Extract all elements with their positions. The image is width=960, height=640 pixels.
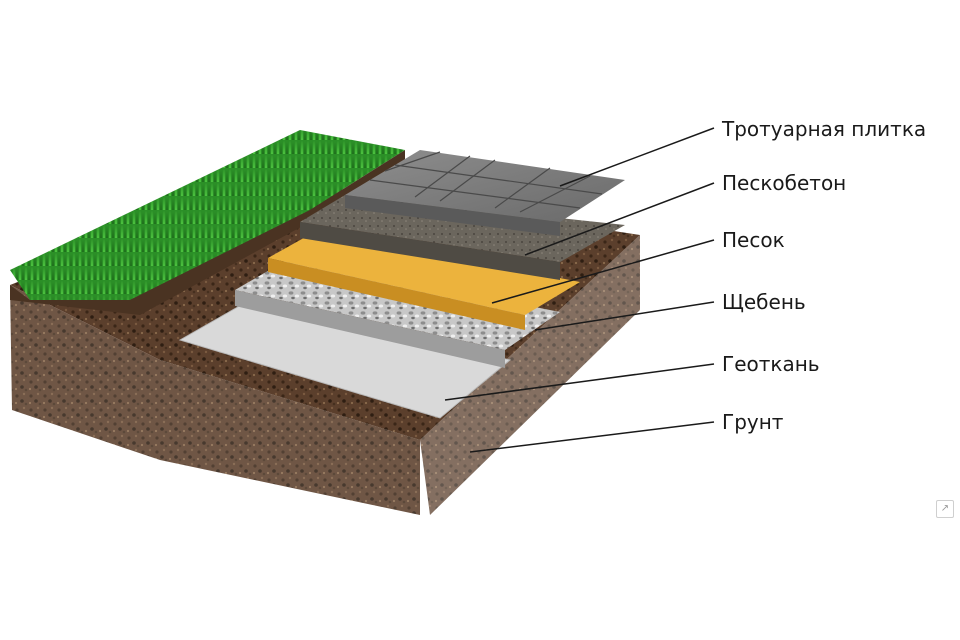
geotextile-layer — [178, 299, 512, 419]
label-gravel: Щебень — [722, 290, 806, 314]
sand-layer — [268, 230, 580, 315]
label-sand: Песок — [722, 228, 785, 252]
tile-grid — [369, 151, 603, 213]
leader-line-gravel — [534, 301, 715, 331]
label-sand-concrete: Пескобетон — [722, 171, 847, 195]
leader-lines — [444, 127, 715, 453]
leader-line-sand — [491, 239, 715, 304]
soil-right-face — [420, 235, 640, 515]
grass-layer — [10, 130, 405, 300]
corner-report-icon[interactable]: ↗ — [936, 500, 954, 518]
sand-concrete-front — [300, 222, 560, 280]
soil-front-face — [10, 285, 420, 515]
leader-line-soil — [469, 421, 715, 453]
leader-line-geotextile — [444, 363, 715, 401]
leader-line-sand-concrete — [524, 182, 715, 256]
paving-tile-front — [345, 195, 560, 236]
label-geotextile: Геоткань — [722, 352, 820, 376]
label-soil: Грунт — [722, 410, 784, 434]
gravel-front — [235, 290, 505, 368]
label-paving-tile: Тротуарная плитка — [722, 117, 927, 141]
sand-front — [268, 258, 525, 330]
leader-line-tile — [559, 127, 715, 187]
